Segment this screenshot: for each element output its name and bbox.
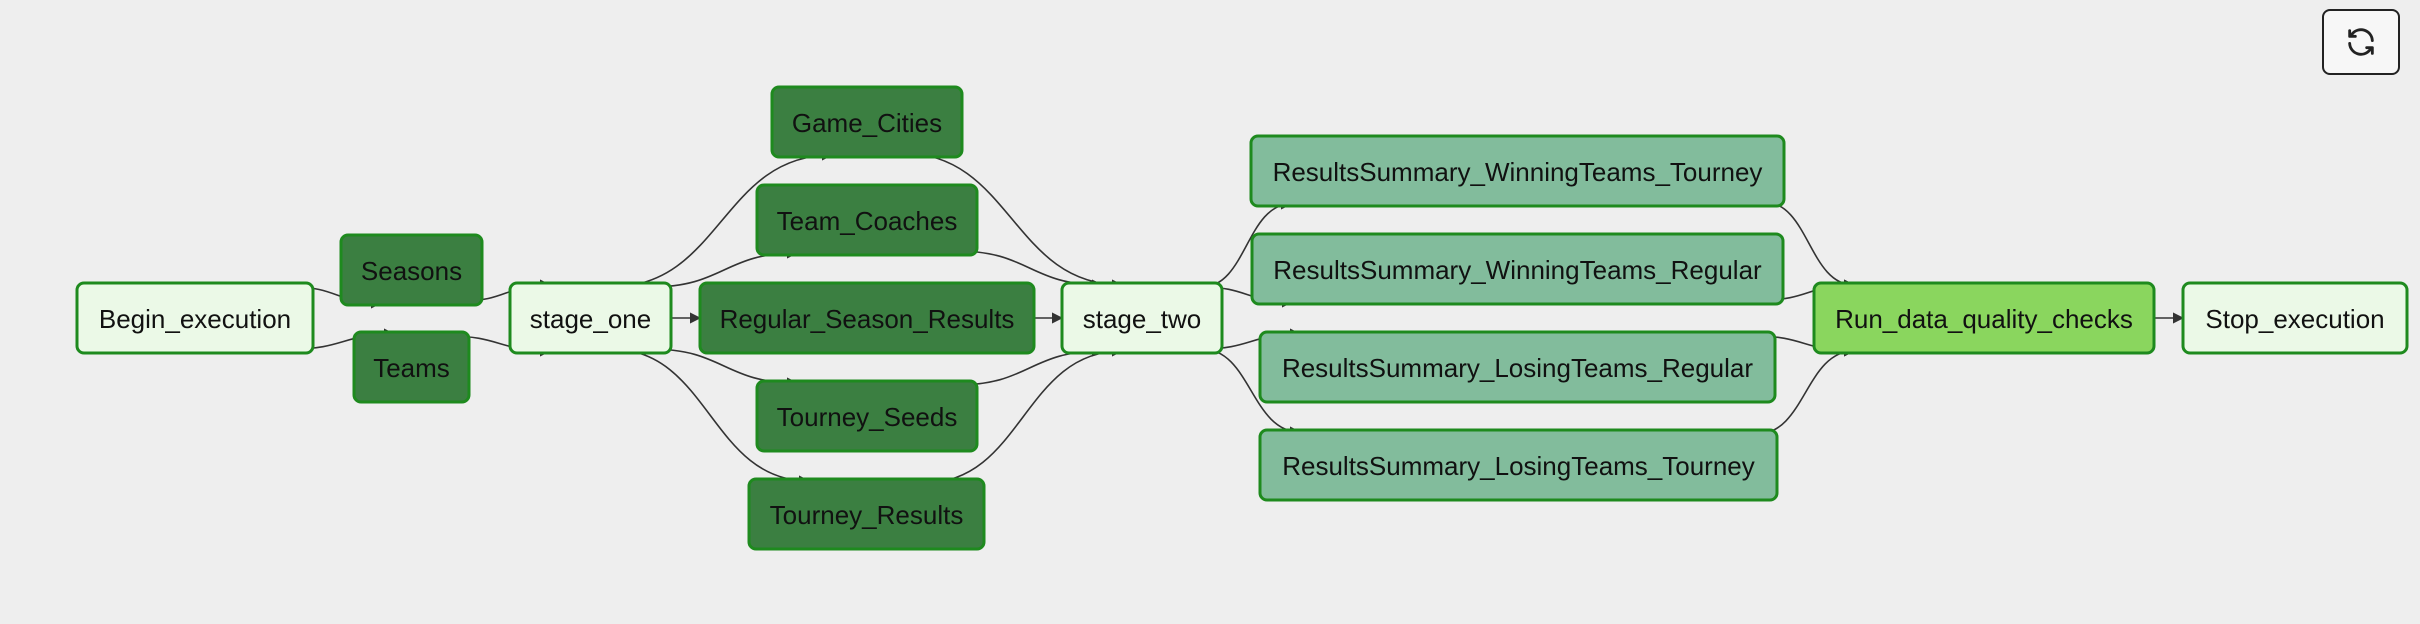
node-regular-season-results[interactable]: Regular_Season_Results bbox=[698, 281, 1036, 355]
node-label: ResultsSummary_LosingTeams_Tourney bbox=[1282, 451, 1755, 481]
node-rs-losing-tourney[interactable]: ResultsSummary_LosingTeams_Tourney bbox=[1258, 428, 1779, 502]
refresh-button[interactable] bbox=[2322, 9, 2400, 75]
node-box bbox=[2181, 281, 2409, 355]
node-label: Begin_execution bbox=[99, 304, 291, 334]
node-label: ResultsSummary_WinningTeams_Tourney bbox=[1273, 157, 1763, 187]
node-box bbox=[770, 85, 964, 159]
node-label: Run_data_quality_checks bbox=[1835, 304, 2133, 334]
node-label: stage_one bbox=[530, 304, 651, 334]
edge-stage-one-to-tourney-results bbox=[610, 348, 811, 487]
node-label: Game_Cities bbox=[792, 108, 942, 138]
edge-team-coaches-to-stage-two bbox=[956, 250, 1104, 291]
node-box bbox=[755, 379, 979, 453]
node-box bbox=[352, 330, 471, 404]
node-box bbox=[75, 281, 315, 355]
node-label: Tourney_Seeds bbox=[777, 402, 958, 432]
node-label: Regular_Season_Results bbox=[720, 304, 1015, 334]
node-label: Team_Coaches bbox=[777, 206, 958, 236]
node-box bbox=[755, 183, 979, 257]
node-seasons[interactable]: Seasons bbox=[339, 233, 484, 307]
node-begin-execution[interactable]: Begin_execution bbox=[75, 281, 315, 355]
node-box bbox=[698, 281, 1036, 355]
node-tourney-seeds[interactable]: Tourney_Seeds bbox=[755, 379, 979, 453]
node-box bbox=[1249, 134, 1786, 208]
edge-tourney-seeds-to-stage-two bbox=[956, 345, 1104, 386]
node-label: ResultsSummary_LosingTeams_Regular bbox=[1282, 353, 1753, 383]
edge-stage-one-to-game-cities bbox=[610, 149, 834, 288]
node-box bbox=[1250, 232, 1785, 306]
node-team-coaches[interactable]: Team_Coaches bbox=[755, 183, 979, 257]
edge-game-cities-to-stage-two bbox=[901, 152, 1124, 291]
node-run-data-quality-checks[interactable]: Run_data_quality_checks bbox=[1812, 281, 2156, 355]
node-box bbox=[747, 477, 986, 551]
node-box bbox=[508, 281, 673, 355]
node-box bbox=[1812, 281, 2156, 355]
node-label: Teams bbox=[373, 353, 450, 383]
node-rs-winning-tourney[interactable]: ResultsSummary_WinningTeams_Tourney bbox=[1249, 134, 1786, 208]
node-stop-execution[interactable]: Stop_execution bbox=[2181, 281, 2409, 355]
node-stage-one[interactable]: stage_one bbox=[508, 281, 673, 355]
node-label: ResultsSummary_WinningTeams_Regular bbox=[1273, 255, 1762, 285]
node-rs-winning-regular[interactable]: ResultsSummary_WinningTeams_Regular bbox=[1250, 232, 1785, 306]
node-stage-two[interactable]: stage_two bbox=[1060, 281, 1224, 355]
refresh-icon bbox=[2348, 28, 2374, 56]
node-game-cities[interactable]: Game_Cities bbox=[770, 85, 964, 159]
node-box bbox=[339, 233, 484, 307]
edge-tourney-results-to-stage-two bbox=[923, 345, 1124, 484]
node-box bbox=[1258, 330, 1777, 404]
node-teams[interactable]: Teams bbox=[352, 330, 471, 404]
node-rs-losing-regular[interactable]: ResultsSummary_LosingTeams_Regular bbox=[1258, 330, 1777, 404]
node-label: Tourney_Results bbox=[770, 500, 964, 530]
node-box bbox=[1258, 428, 1779, 502]
node-label: Stop_execution bbox=[2205, 304, 2384, 334]
node-label: Seasons bbox=[361, 256, 462, 286]
node-tourney-results[interactable]: Tourney_Results bbox=[747, 477, 986, 551]
node-box bbox=[1060, 281, 1224, 355]
node-label: stage_two bbox=[1083, 304, 1202, 334]
